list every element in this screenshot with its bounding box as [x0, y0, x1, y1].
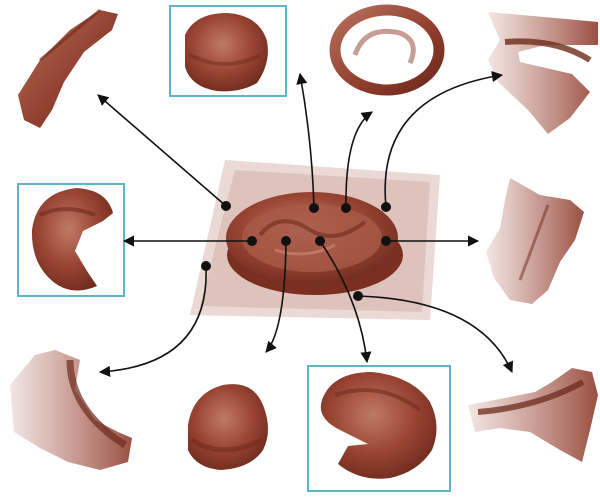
top-center-ring-fragment: [335, 10, 439, 90]
marker-dot: [201, 261, 211, 271]
arrow-bottom-left: [100, 266, 206, 372]
middle-left-fragment: [32, 188, 113, 291]
top-left-fragment: [18, 10, 118, 128]
bottom-right-fragment: [468, 368, 598, 462]
marker-dot: [281, 236, 291, 246]
marker-dot: [315, 236, 325, 246]
marker-dot: [353, 291, 363, 301]
center-specimen: [190, 160, 440, 320]
middle-right-fragment: [486, 178, 584, 304]
marker-dot: [309, 203, 319, 213]
marker-dot: [381, 202, 391, 212]
bottom-left-fragment: [10, 350, 132, 470]
marker-dot: [341, 203, 351, 213]
bottom-center-right-fragment: [321, 372, 437, 479]
arrow-top-left: [98, 95, 226, 206]
marker-dot: [247, 236, 257, 246]
top-center-left-fragment: [185, 13, 268, 91]
top-right-fragment: [488, 12, 598, 134]
marker-dot: [221, 201, 231, 211]
bottom-center-left-fragment: [188, 384, 268, 470]
marker-dot: [381, 236, 391, 246]
